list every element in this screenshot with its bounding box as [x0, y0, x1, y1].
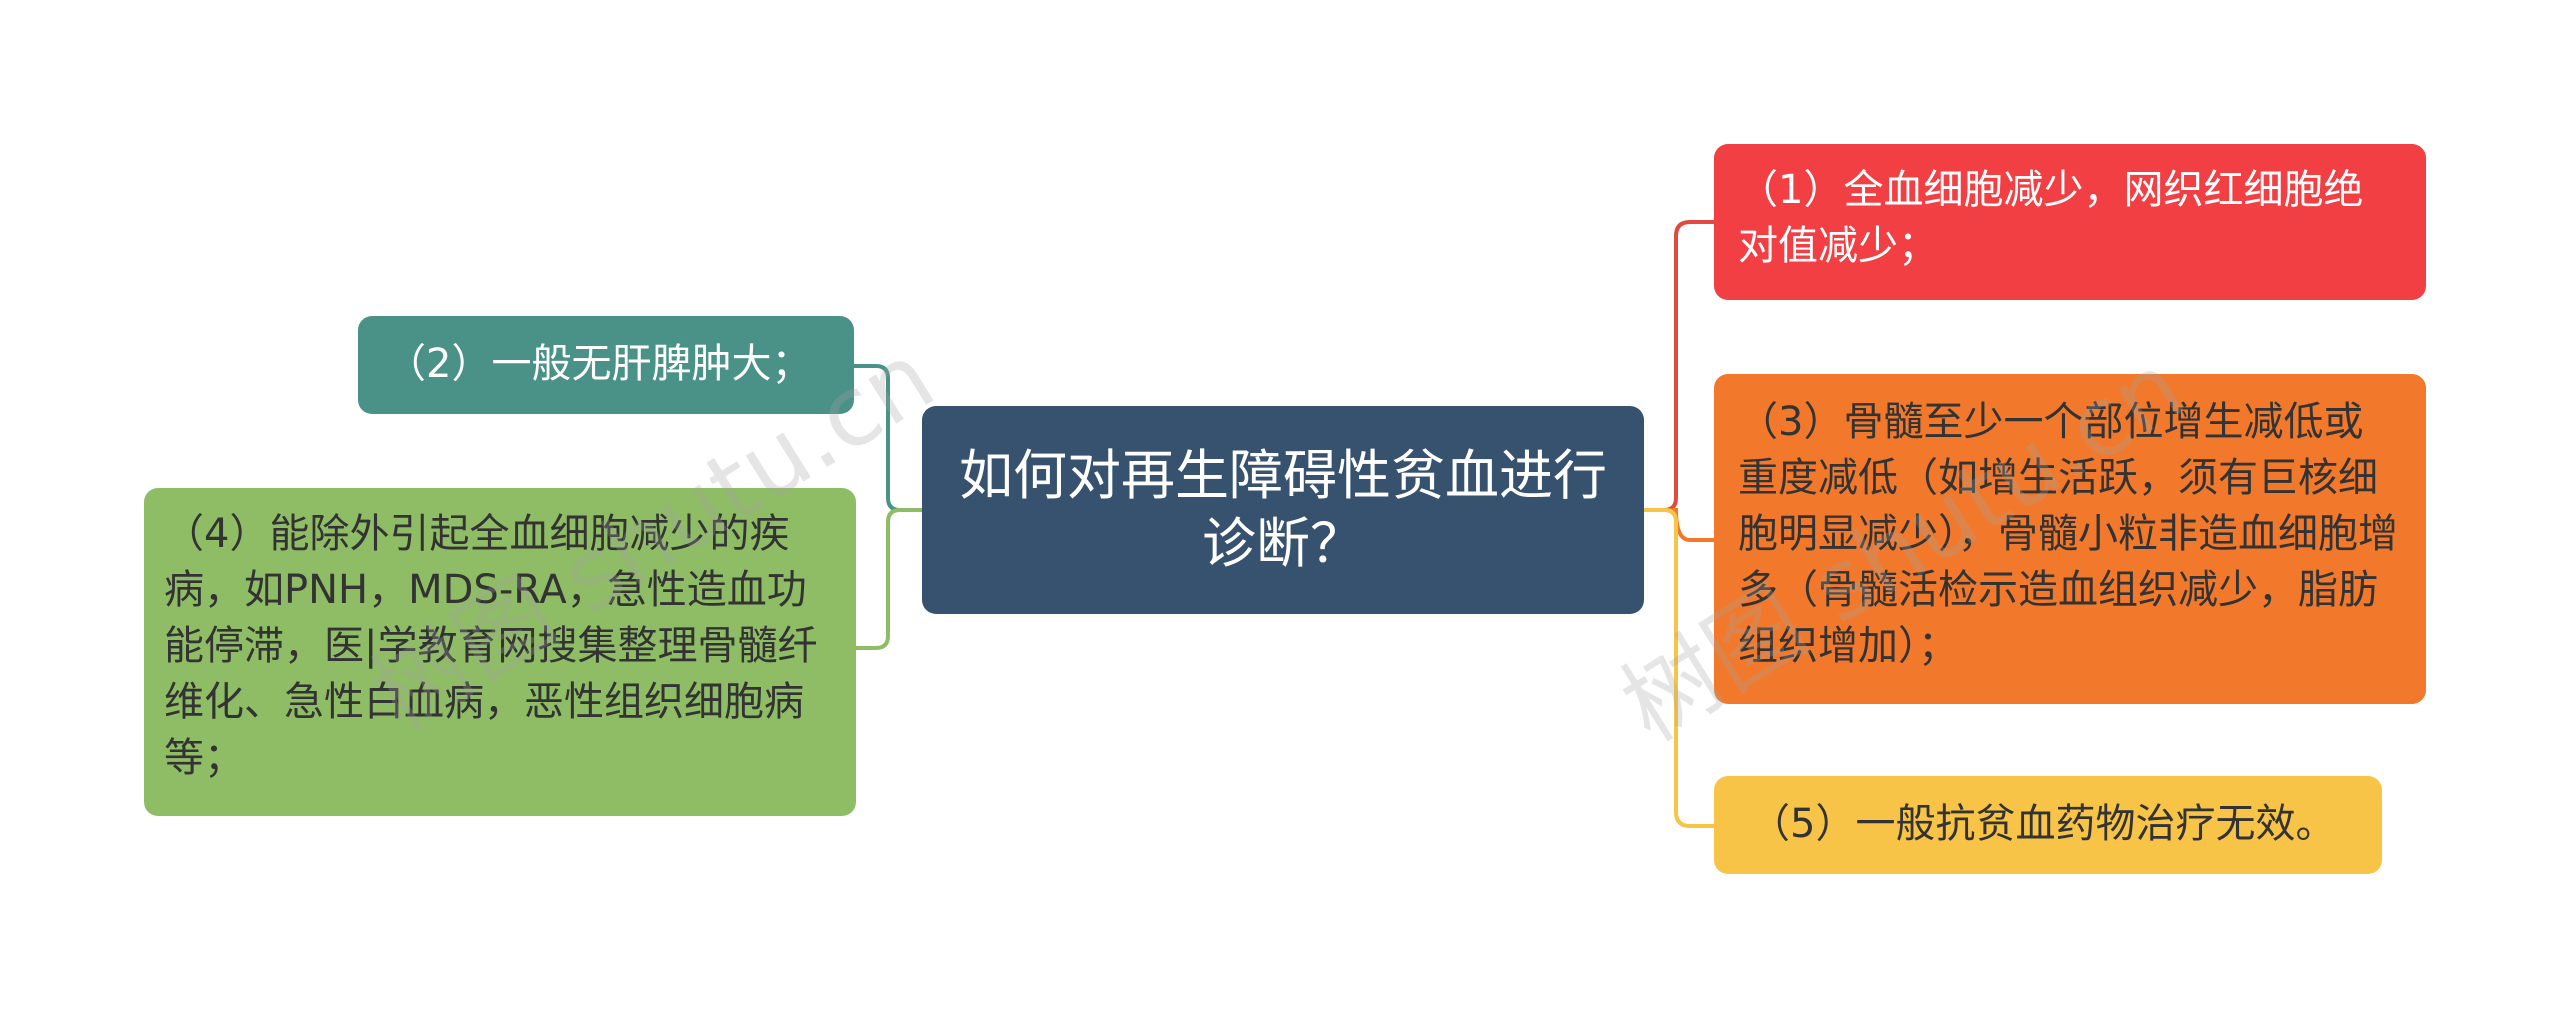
- topic-node-1-label: （1）全血细胞减少，网织红细胞绝对值减少；: [1738, 167, 2364, 269]
- central-topic[interactable]: 如何对再生障碍性贫血进行诊断？: [922, 406, 1644, 614]
- topic-node-2-label: （2）一般无肝脾肿大；: [386, 341, 812, 387]
- topic-node-4[interactable]: （4）能除外引起全血细胞减少的疾病，如PNH，MDS-RA，急性造血功能停滞，医…: [144, 488, 856, 816]
- connector-left-2: [854, 364, 922, 512]
- connector-right-5: [1644, 508, 1714, 828]
- topic-node-5[interactable]: （5）一般抗贫血药物治疗无效。: [1714, 776, 2382, 874]
- central-topic-label: 如何对再生障碍性贫血进行诊断？: [959, 444, 1607, 575]
- connector-right-3: [1644, 508, 1714, 542]
- connector-left-4: [856, 508, 922, 650]
- connector-right-1: [1644, 220, 1714, 512]
- topic-node-1[interactable]: （1）全血细胞减少，网织红细胞绝对值减少；: [1714, 144, 2426, 300]
- topic-node-2[interactable]: （2）一般无肝脾肿大；: [358, 316, 854, 414]
- topic-node-3-label: （3）骨髓至少一个部位增生减低或重度减低（如增生活跃，须有巨核细胞明显减少），骨…: [1738, 399, 2398, 669]
- topic-node-3[interactable]: （3）骨髓至少一个部位增生减低或重度减低（如增生活跃，须有巨核细胞明显减少），骨…: [1714, 374, 2426, 704]
- topic-node-4-label: （4）能除外引起全血细胞减少的疾病，如PNH，MDS-RA，急性造血功能停滞，医…: [164, 511, 818, 781]
- topic-node-5-label: （5）一般抗贫血药物治疗无效。: [1750, 801, 2336, 847]
